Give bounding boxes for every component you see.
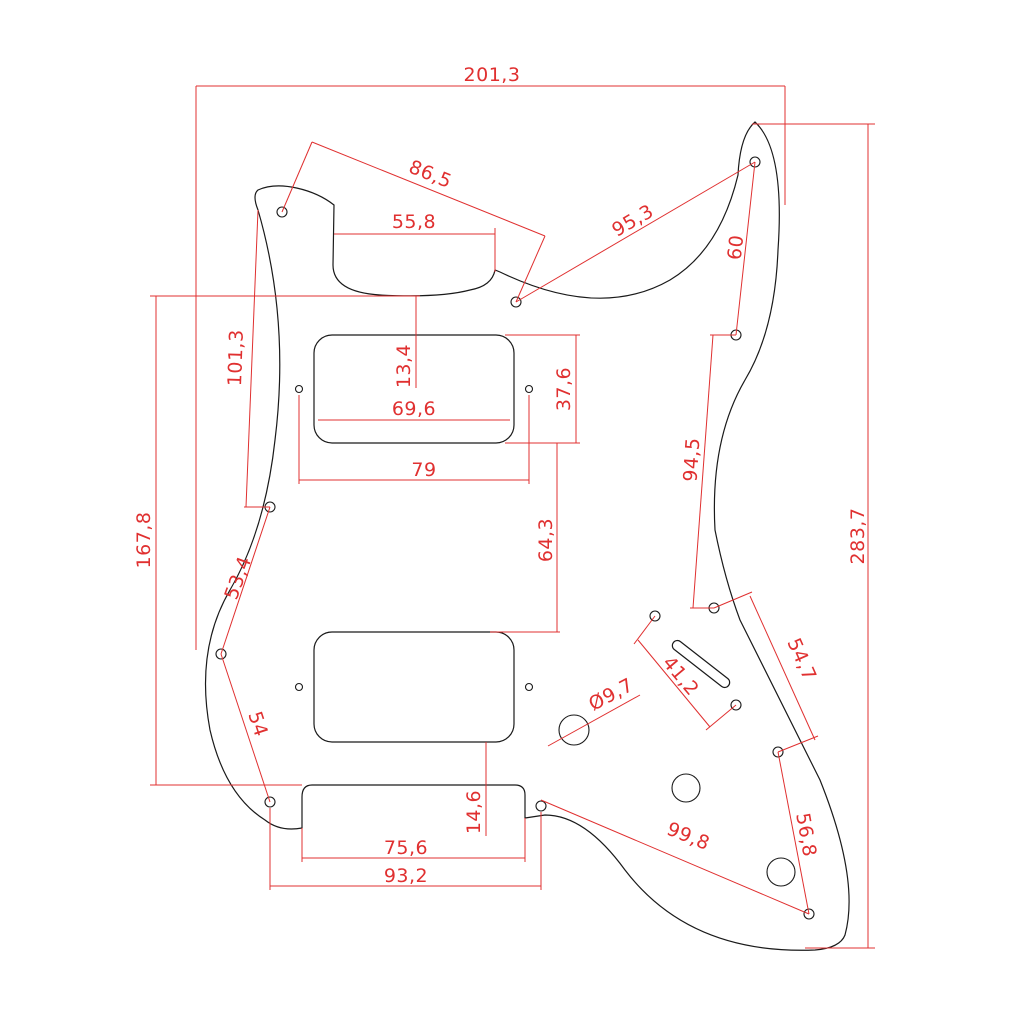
dimension-lines (150, 85, 875, 949)
neck-humbucker-cutout (313, 334, 515, 444)
screw-holes (215, 156, 815, 920)
dim-humbucker-height: 37,6 (553, 367, 575, 411)
dim-overall-width: 201,3 (464, 64, 521, 86)
bridge-humbucker-cutout (313, 631, 515, 743)
pickup-mount-hole (524, 384, 534, 394)
dim-overall-height: 283,7 (847, 508, 869, 565)
screw-hole (535, 800, 547, 812)
control-hole (671, 773, 701, 803)
dim-switch-slot: 41,2 (658, 652, 703, 700)
dim-bridge-cutout-width: 75,6 (384, 837, 428, 859)
dim-bottom-screw-span: 93,2 (384, 865, 428, 887)
pickguard-outline (204, 121, 850, 951)
dim-jack-hole: Ø9,7 (585, 674, 637, 716)
pickup-mount-hole (294, 682, 304, 692)
dim-left-lower-span: 53,4 (220, 553, 256, 602)
dim-humbucker-screw-span: 79 (411, 459, 436, 481)
dim-horn-screw-span: 60 (724, 234, 749, 261)
dim-bottom-diagonal: 99,8 (664, 818, 713, 855)
dim-pickup-offset: 13,4 (393, 344, 415, 388)
dim-top-screw-span: 95,3 (608, 200, 657, 241)
dim-right-bottom-span: 56,8 (791, 811, 820, 858)
dim-right-mid-span: 94,5 (679, 437, 704, 483)
dim-left-height: 167,8 (133, 512, 155, 569)
dim-right-lower-span: 54,7 (782, 635, 820, 684)
dim-neck-screw-span: 86,5 (406, 156, 455, 193)
jack-hole (558, 714, 590, 746)
pickup-mount-hole (294, 384, 304, 394)
control-hole (766, 857, 796, 887)
dim-bridge-offset: 14,6 (463, 790, 485, 834)
dim-pickup-spacing: 64,3 (535, 518, 557, 562)
pickup-mount-hole (524, 682, 534, 692)
dimension-labels: 201,3 283,7 86,5 55,8 95,3 60 101,3 167,… (133, 64, 869, 887)
dim-humbucker-width: 69,6 (392, 398, 436, 420)
switch-slot (671, 639, 731, 689)
dim-neck-cutout-width: 55,8 (392, 211, 436, 233)
dim-left-upper-span: 101,3 (224, 329, 248, 387)
